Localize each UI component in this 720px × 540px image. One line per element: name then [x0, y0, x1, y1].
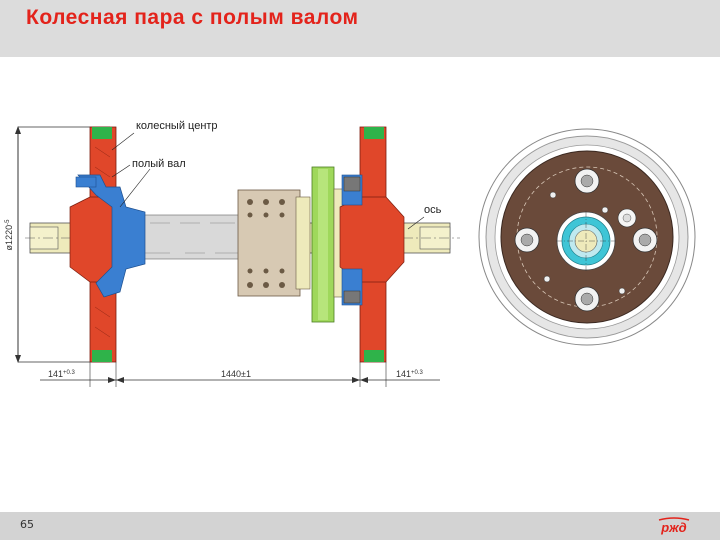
dim-gauge: 1440±1 — [221, 369, 251, 379]
slide-footer: 65 ржд — [0, 512, 720, 540]
slide-header: Колесная пара с полым валом — [0, 0, 720, 57]
diameter-label: ø1220-5 — [4, 219, 14, 251]
dim-left-offset: 141+0.3 — [48, 369, 76, 379]
label-wheel-center: колесный центр — [136, 120, 218, 132]
page-number: 65 — [20, 518, 34, 531]
front-view — [478, 128, 696, 346]
hollow-shaft-body — [139, 214, 246, 260]
right-wheel — [339, 126, 405, 363]
label-hollow-shaft: полый вал — [132, 158, 186, 170]
page-title: Колесная пара с полым валом — [26, 6, 359, 29]
bearings — [514, 168, 658, 312]
svg-text:ржд: ржд — [660, 520, 686, 535]
label-axle: ось — [424, 204, 442, 216]
dim-right-offset: 141+0.3 — [396, 369, 424, 379]
hollow-shaft-flange — [77, 174, 146, 298]
wheelset-drawing: ø1220-5 колесный центр полый вал — [4, 120, 696, 387]
rzd-logo-icon: ржд — [658, 517, 690, 535]
side-view: ø1220-5 колесный центр полый вал — [4, 120, 460, 387]
gear-housing — [237, 189, 301, 297]
